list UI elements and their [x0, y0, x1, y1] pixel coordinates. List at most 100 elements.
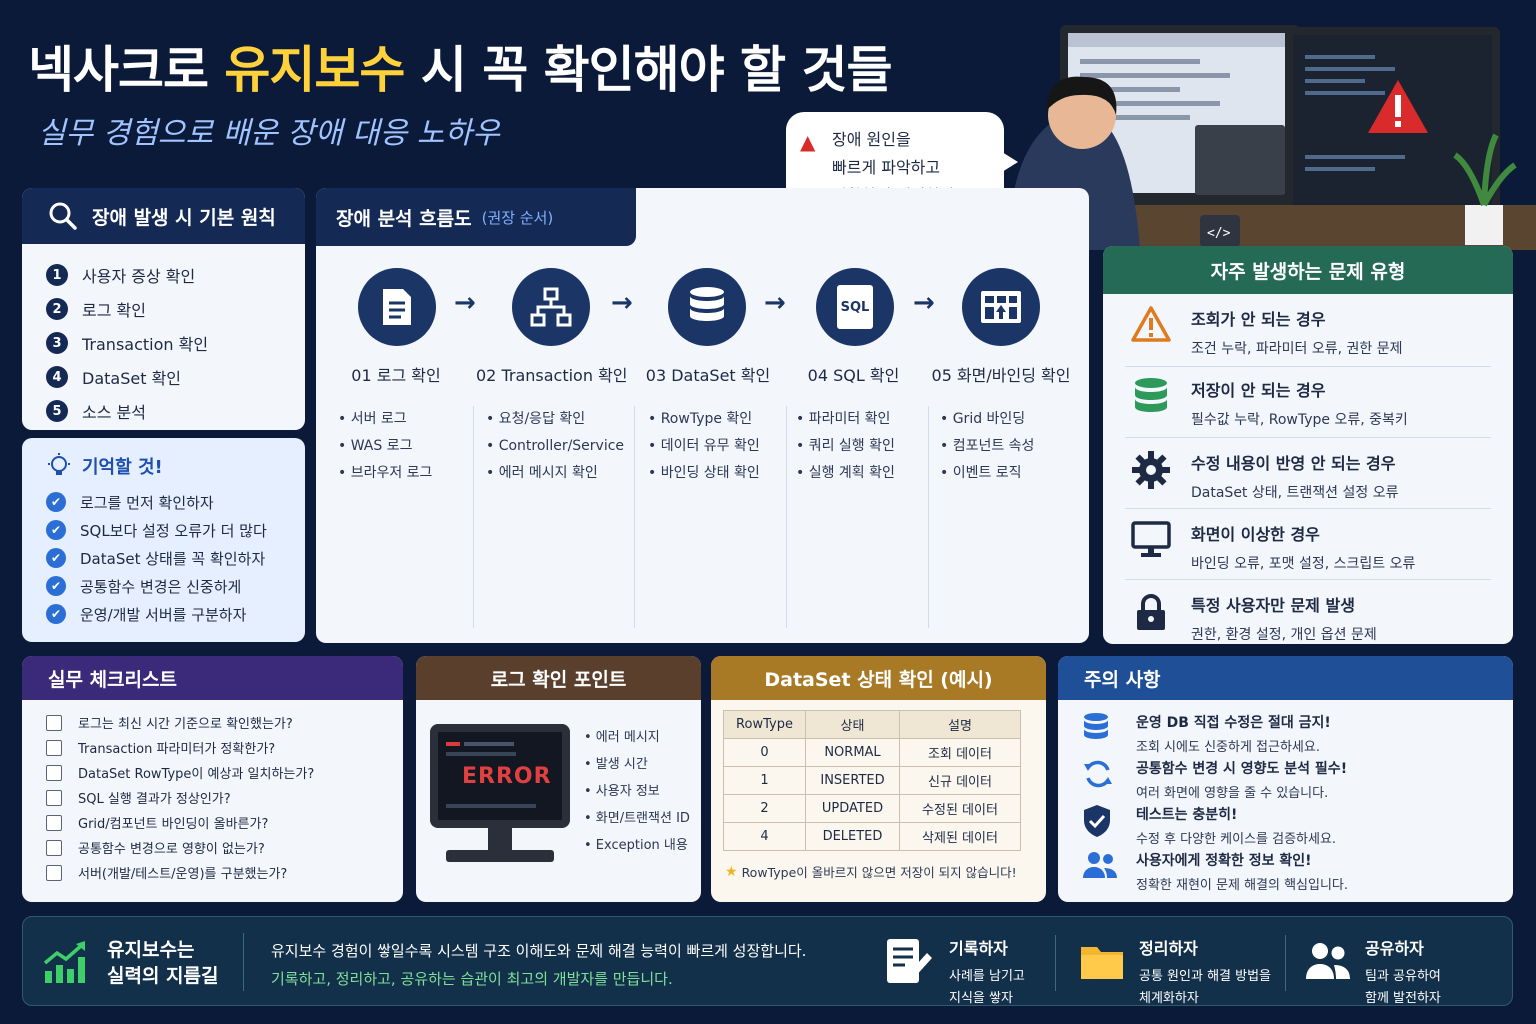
step-title: 02 Transaction 확인: [476, 366, 628, 385]
star-icon: ★: [725, 863, 738, 880]
svg-text:</>: </>: [1207, 226, 1231, 241]
caution-item: 운영 DB 직접 수정은 절대 금지!조회 시에도 신중하게 접근하세요.: [1082, 712, 1513, 758]
check-icon: ✔: [46, 520, 66, 540]
caution-card: 주의 사항 운영 DB 직접 수정은 절대 금지!조회 시에도 신중하게 접근하…: [1058, 656, 1513, 902]
checkbox[interactable]: [46, 814, 62, 831]
remember-item: ✔공통함수 변경은 신중하게: [46, 572, 305, 600]
dataset-note: ★RowType이 올바르지 않으면 저장이 되지 않습니다!: [725, 863, 1017, 881]
checklist-card: 실무 체크리스트 로그는 최신 시간 기준으로 확인했는가? Transacti…: [22, 656, 403, 902]
checkbox[interactable]: [46, 739, 62, 756]
warning-triangle-icon: [1125, 306, 1191, 342]
step-title: 04 SQL 확인: [807, 366, 900, 385]
footer-message: 유지보수 경험이 쌓일수록 시스템 구조 이해도와 문제 해결 능력이 빠르게 …: [271, 942, 807, 988]
step-title: 05 화면/바인딩 확인: [931, 366, 1071, 385]
network-icon: [512, 268, 590, 346]
checkbox[interactable]: [46, 714, 62, 731]
step-bullets: • 요청/응답 확인• Controller/Service• 에러 메시지 확…: [486, 411, 625, 481]
gear-icon: [1125, 450, 1191, 490]
caution-item: 사용자에게 정확한 정보 확인!정확한 재현이 문제 해결의 핵심입니다.: [1082, 850, 1513, 896]
refresh-icon: [1082, 758, 1136, 790]
arrow-icon: →: [454, 288, 476, 318]
folder-icon: [1079, 941, 1125, 985]
arrow-icon: →: [611, 288, 633, 318]
error-monitor-icon: ERROR: [428, 722, 576, 872]
title-highlight: 유지보수: [224, 41, 405, 99]
checklist-item[interactable]: 로그는 최신 시간 기준으로 확인했는가?: [46, 710, 403, 735]
remember-item: ✔DataSet 상태를 꼭 확인하자: [46, 544, 305, 572]
step-title: 01 로그 확인: [351, 366, 441, 385]
lightbulb-icon: [46, 453, 72, 479]
logpoints-card: 로그 확인 포인트 ERROR • 에러 메시지• 발생 시간• 사용자 정보•…: [416, 656, 701, 902]
checklist-item[interactable]: Grid/컴포넌트 바인딩이 올바른가?: [46, 810, 403, 835]
caution-item: 공통함수 변경 시 영향도 분석 필수!여러 화면에 영향을 줄 수 있습니다.: [1082, 758, 1513, 804]
remember-card: 기억할 것! ✔로그를 먼저 확인하자 ✔SQL보다 설정 오류가 더 많다 ✔…: [22, 438, 305, 642]
growth-chart-icon: [43, 941, 87, 989]
remember-item: ✔로그를 먼저 확인하자: [46, 488, 305, 516]
remember-item: ✔운영/개발 서버를 구분하자: [46, 600, 305, 628]
page-title: 넥사크로 유지보수 시 꼭 확인해야 할 것들: [28, 41, 892, 99]
document-edit-icon: [885, 937, 933, 991]
checklist-item[interactable]: 서버(개발/테스트/운영)를 구분했는가?: [46, 860, 403, 885]
step-bullets: • RowType 확인• 데이터 유무 확인• 바인딩 상태 확인: [648, 411, 760, 481]
screen-grid-icon: [962, 268, 1040, 346]
flow-card: 장애 분석 흐름도 (권장 순서) → → → SQL → 01 로그 확인 0…: [316, 188, 1089, 643]
check-icon: ✔: [46, 576, 66, 596]
lock-icon: [1125, 592, 1191, 632]
step-title: 03 DataSet 확인: [645, 366, 771, 385]
remember-item: ✔SQL보다 설정 오류가 더 많다: [46, 516, 305, 544]
arrow-icon: →: [913, 288, 935, 318]
checkbox[interactable]: [46, 864, 62, 881]
checklist-item[interactable]: SQL 실행 결과가 정상인가?: [46, 785, 403, 810]
team-icon: [1305, 941, 1351, 985]
step-bullets: • Grid 바인딩• 컴포넌트 속성• 이벤트 로직: [940, 411, 1035, 481]
footer-action-share: 공유하자 팀과 공유하여 함께 발전하자: [1365, 939, 1441, 1006]
developer-illustration: </>: [1000, 15, 1536, 250]
database-icon: [1125, 377, 1191, 419]
database-icon: [668, 268, 746, 346]
log-file-icon: [358, 268, 436, 346]
check-icon: ✔: [46, 548, 66, 568]
users-icon: [1082, 850, 1136, 880]
checklist-item[interactable]: DataSet RowType이 예상과 일치하는가?: [46, 760, 403, 785]
shield-check-icon: [1082, 804, 1136, 838]
database-icon: [1082, 712, 1136, 744]
page-subtitle: 실무 경험으로 배운 장애 대응 노하우: [38, 116, 500, 151]
arrow-icon: →: [764, 288, 786, 318]
warning-icon: ▲: [800, 130, 816, 154]
monitor-icon: [1125, 521, 1191, 559]
check-icon: ✔: [46, 492, 66, 512]
check-icon: ✔: [46, 604, 66, 624]
footer-action-record: 기록하자 사례를 남기고 지식을 쌓자: [949, 939, 1025, 1006]
checkbox[interactable]: [46, 789, 62, 806]
step-bullets: • 파라미터 확인• 쿼리 실행 확인• 실행 계획 확인: [796, 411, 895, 481]
checklist-item[interactable]: Transaction 파라미터가 정확한가?: [46, 735, 403, 760]
search-icon: [48, 201, 78, 231]
caution-item: 테스트는 충분히!수정 후 다양한 케이스를 검증하세요.: [1082, 804, 1513, 850]
step-bullets: • 서버 로그• WAS 로그• 브라우저 로그: [338, 411, 433, 481]
footer-action-organize: 정리하자 공통 원인과 해결 방법을 체계화하자: [1139, 939, 1271, 1006]
sql-file-icon: SQL: [816, 268, 894, 346]
checklist-item[interactable]: 공통함수 변경으로 영향이 없는가?: [46, 835, 403, 860]
logpoint-list: • 에러 메시지• 발생 시간• 사용자 정보• 화면/트랜잭션 ID• Exc…: [584, 730, 690, 853]
checkbox[interactable]: [46, 764, 62, 781]
checkbox[interactable]: [46, 839, 62, 856]
